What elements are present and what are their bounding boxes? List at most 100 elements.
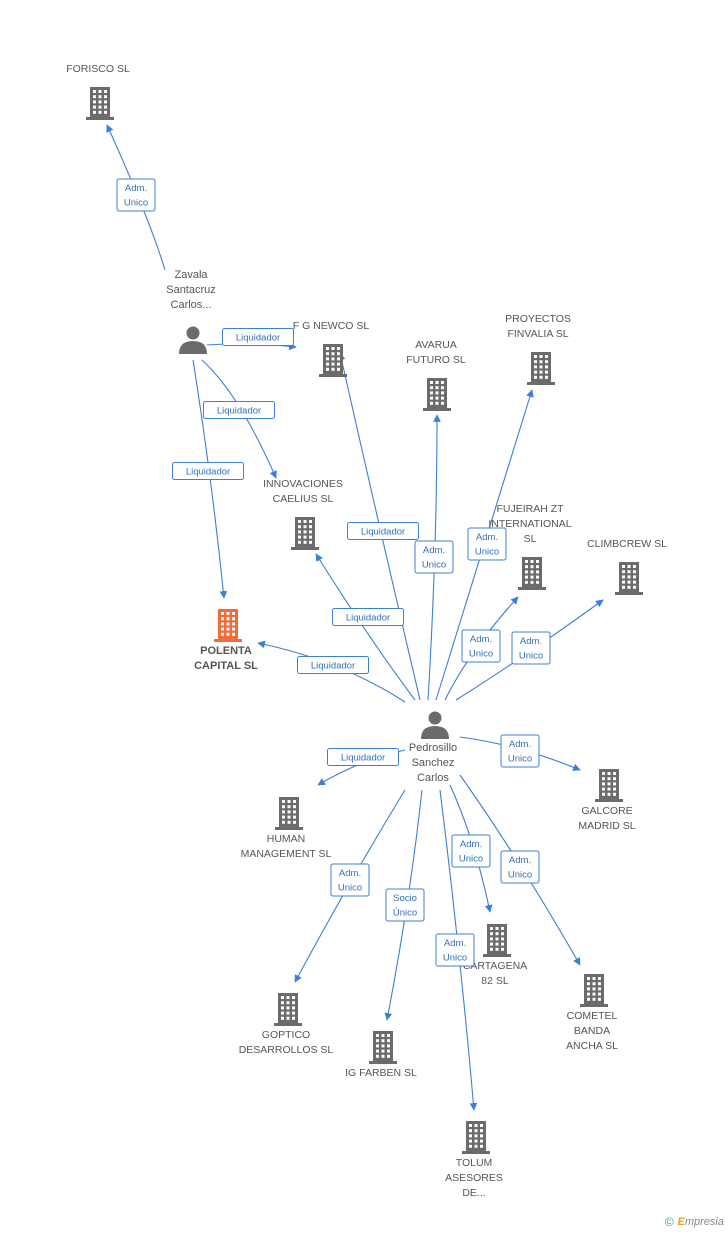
node-label: FUJEIRAH ZT <box>496 503 564 515</box>
edge-label-text: Unico <box>422 560 446 571</box>
building-icon <box>483 924 511 957</box>
node-label: INNOVACIONES <box>263 478 343 490</box>
edge-label: Liquidador <box>172 462 244 480</box>
edge-label-text: Liquidador <box>341 753 385 764</box>
edge-label-text: Adm. <box>509 739 531 750</box>
edge-label-text: Adm. <box>470 634 492 645</box>
person-icon <box>179 326 207 354</box>
edge-label-text: Adm. <box>125 183 147 194</box>
building-icon <box>518 557 546 590</box>
node-climbcrew[interactable]: CLIMBCREW SL <box>587 538 667 595</box>
node-label: FUTURO SL <box>406 354 466 366</box>
node-label: Carlos <box>417 772 449 784</box>
edge-label: Liquidador <box>203 401 275 419</box>
edge-label-text: Unico <box>519 651 543 662</box>
node-label: SL <box>524 533 537 545</box>
building-icon <box>274 993 302 1026</box>
edge-label-text: Unico <box>459 854 483 865</box>
node-label: ASESORES <box>445 1172 503 1184</box>
footer-brand: © Empresia <box>665 1215 724 1229</box>
edge-label: Adm. Unico <box>500 734 540 768</box>
edge-label-text: Unico <box>508 870 532 881</box>
edge-label: Adm. Unico <box>116 178 156 212</box>
edge-label-text: Adm. <box>509 855 531 866</box>
edge-label-text: Adm. <box>444 938 466 949</box>
node-label: FORISCO SL <box>66 63 130 75</box>
node-label: GOPTICO <box>262 1029 310 1041</box>
building-icon <box>423 378 451 411</box>
edge-label-text: Unico <box>508 754 532 765</box>
node-label: GALCORE <box>581 805 632 817</box>
edge-label-text: Único <box>393 908 417 919</box>
node-label: CARTAGENA <box>463 960 527 972</box>
node-fgnewco[interactable]: F G NEWCO SL <box>293 320 370 377</box>
node-avarua[interactable]: AVARUA FUTURO SL <box>406 339 466 411</box>
node-label: 82 SL <box>481 975 509 987</box>
building-icon <box>580 974 608 1007</box>
edge-label: Adm. Unico <box>500 850 540 884</box>
edge-label: Adm.Unico <box>330 863 370 897</box>
edge-label: Liquidador <box>297 656 369 674</box>
node-label: PROYECTOS <box>505 313 571 325</box>
edge-label: Adm. Unico <box>435 933 475 967</box>
node-label: MANAGEMENT SL <box>241 848 332 860</box>
edge-label-text: Unico <box>475 547 499 558</box>
edge-label-text: Adm. <box>423 545 445 556</box>
edge-label-text: Unico <box>469 649 493 660</box>
node-label: DESARROLLOS SL <box>239 1044 334 1056</box>
edge-label: Liquidador <box>347 522 419 540</box>
edge-label-text: Adm. <box>476 532 498 543</box>
node-label: TOLUM <box>456 1157 493 1169</box>
edge-label: Adm. Unico <box>414 540 454 574</box>
node-cartagena[interactable]: CARTAGENA 82 SL <box>463 924 527 987</box>
building-icon <box>462 1121 490 1154</box>
building-icon <box>319 344 347 377</box>
node-label: MADRID SL <box>578 820 635 832</box>
brand-logo: Empresia <box>677 1216 724 1228</box>
building-icon <box>86 87 114 120</box>
node-fujeirah[interactable]: FUJEIRAH ZT INTERNATIONAL SL <box>488 503 572 590</box>
node-galcore[interactable]: GALCORE MADRID SL <box>578 769 636 832</box>
edge-label-text: Unico <box>443 953 467 964</box>
building-icon <box>369 1031 397 1064</box>
node-label: INTERNATIONAL <box>488 518 571 530</box>
node-label: COMETEL <box>567 1010 618 1022</box>
edge-label-text: Liquidador <box>361 527 405 538</box>
node-forisco[interactable]: FORISCO SL <box>66 63 130 120</box>
node-zavala[interactable]: ZavalaSantacruzCarlos... <box>166 269 216 354</box>
copyright-icon: © <box>664 1215 674 1229</box>
edge-label: Liquidador <box>327 748 399 766</box>
building-icon <box>615 562 643 595</box>
edge-label-text: Adm. <box>339 868 361 879</box>
node-label: Pedrosillo <box>409 742 457 754</box>
edge-label-text: Liquidador <box>346 613 390 624</box>
edge-label-text: Unico <box>124 198 148 209</box>
node-label: Carlos... <box>171 299 212 311</box>
building-icon-highlighted <box>214 609 242 642</box>
node-human[interactable]: HUMAN MANAGEMENT SL <box>241 797 332 860</box>
node-label: CLIMBCREW SL <box>587 538 667 550</box>
node-igfarben[interactable]: IG FARBEN SL <box>345 1031 417 1079</box>
node-goptico[interactable]: GOPTICO DESARROLLOS SL <box>239 993 334 1056</box>
node-tolum[interactable]: TOLUMASESORESDE... <box>445 1121 503 1199</box>
node-label: Zavala <box>174 269 208 281</box>
edge-label: Adm. Unico <box>461 629 501 663</box>
edge-label-text: Adm. <box>520 636 542 647</box>
edge-label: Adm.Unico <box>451 834 491 868</box>
node-label: AVARUA <box>415 339 457 351</box>
edge-label-text: Socio <box>393 893 417 904</box>
building-icon <box>527 352 555 385</box>
node-label: BANDA <box>574 1025 610 1037</box>
node-label: F G NEWCO SL <box>293 320 370 332</box>
node-label: Sanchez <box>412 757 455 769</box>
building-icon <box>291 517 319 550</box>
edge-label: Adm. Unico <box>511 631 551 665</box>
node-label: HUMAN <box>267 833 306 845</box>
